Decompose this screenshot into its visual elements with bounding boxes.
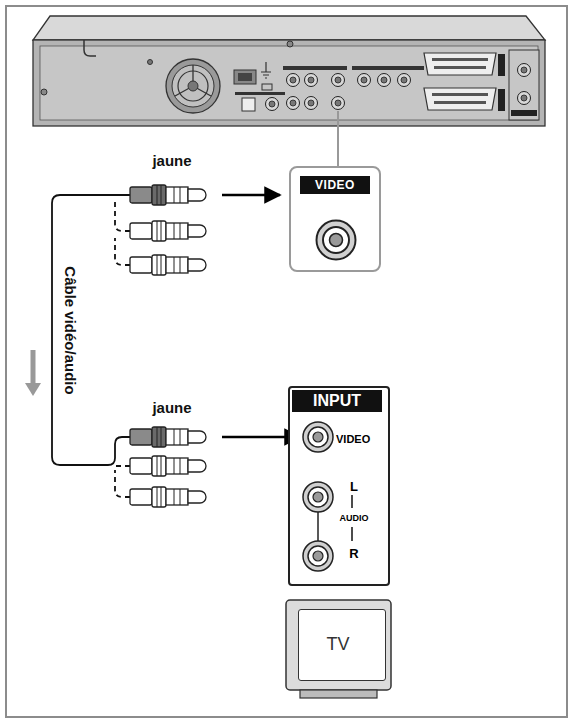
jack-label: VIDEO <box>336 433 382 445</box>
input-panel-ground <box>288 386 386 586</box>
video-jack <box>317 221 356 260</box>
panel-heading: INPUT <box>292 390 382 412</box>
frame <box>6 6 567 717</box>
tv-screen: TV <box>298 609 386 681</box>
audio-r-jack <box>303 541 333 571</box>
tv-set <box>286 600 391 698</box>
video-in-jack <box>303 422 333 452</box>
audio-link <box>317 510 319 543</box>
cable-label: Câble vidéo/audio <box>61 266 78 394</box>
rca-plugs <box>130 185 206 507</box>
jack-label: L <box>339 479 369 494</box>
jack-heading: VIDEO <box>300 176 370 194</box>
color-label: jaune <box>152 152 191 169</box>
video-audio-cable <box>52 195 130 497</box>
jack-label: R <box>339 546 369 561</box>
tv-input-panel: INPUT VIDEO L AUDIO R <box>288 386 390 586</box>
color-label: jaune <box>152 399 191 416</box>
audio-bracket <box>351 527 353 541</box>
video-callout-box: VIDEO <box>289 166 381 272</box>
jack-label: AUDIO <box>334 513 374 523</box>
direction-arrow <box>25 350 41 396</box>
insert-arrow <box>222 194 280 197</box>
tv-label: TV <box>299 634 377 655</box>
audio-bracket <box>351 495 353 508</box>
callout-ground <box>289 166 381 272</box>
dvd-recorder <box>33 16 545 166</box>
audio-l-jack <box>303 482 333 512</box>
